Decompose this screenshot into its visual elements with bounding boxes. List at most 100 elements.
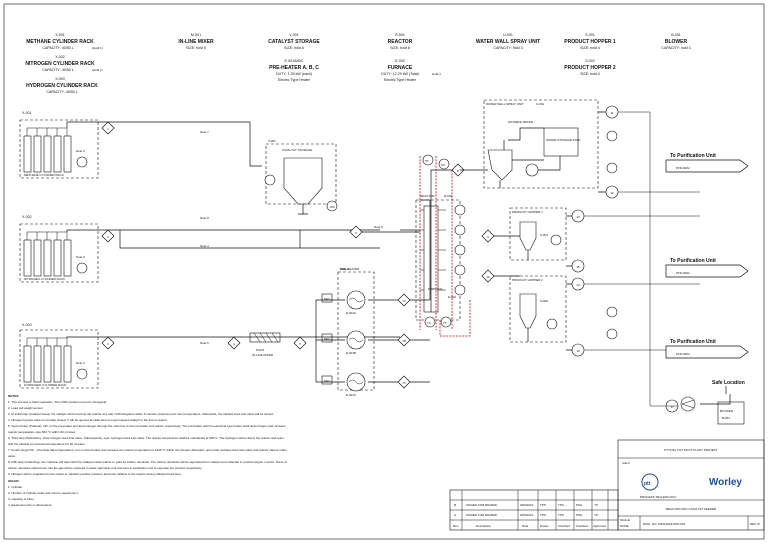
hdr-u001-name: WATER WALL SPRAY UNIT	[476, 39, 540, 45]
svg-text:PRODUCT HOPPER 1: PRODUCT HOPPER 1	[512, 210, 543, 214]
hopper-s001: PRODUCT HOPPER 1 S-001	[494, 207, 567, 261]
svg-text:TPS: TPS	[540, 513, 546, 517]
svg-text:4. Nitrogen bypass valve is no: 4. Nitrogen bypass valve is normally clo…	[8, 418, 168, 422]
right-instruments	[566, 111, 700, 407]
furnace-power-lines	[419, 156, 453, 330]
rack-x002: X-002 NITROGEN CYLINDER RACK Note 3	[19, 215, 99, 283]
svg-text:V-001: V-001	[268, 139, 276, 143]
svg-text:WATER WALL SPRAY UNIT: WATER WALL SPRAY UNIT	[486, 102, 524, 106]
to-purification-3: To Purification Unit PFD-0002	[665, 339, 749, 359]
hdr-x003-name: HYDROGEN CYLINDER RACK	[26, 83, 98, 89]
svg-text:15: 15	[576, 265, 580, 269]
hdr-x001-cap: CAPACITY: 40/50 L	[42, 46, 74, 50]
revision: REV. B	[750, 522, 760, 526]
svg-text:7C: 7C	[402, 381, 407, 385]
svg-text:PT: PT	[425, 159, 429, 163]
svg-text:PFD-0002: PFD-0002	[676, 271, 690, 275]
svg-text:A: A	[454, 513, 456, 517]
svg-text:4. Equipment size or dimension: 4. Equipment size or dimensions.	[8, 503, 52, 507]
svg-text:1. Cylinder: 1. Cylinder	[8, 485, 22, 489]
stream-7a	[397, 293, 411, 307]
hdr-b001-cap: CAPACITY: hold 3	[661, 46, 690, 50]
svg-text:6: 6	[355, 231, 357, 235]
hdr-m001-cap: SIZE: hold 5	[186, 46, 206, 50]
svg-text:E-001C: E-001C	[346, 393, 357, 397]
svg-text:20/5/2021: 20/5/2021	[520, 513, 534, 517]
svg-text:6. Third step (Reduction), clo: 6. Third step (Reduction), close nitroge…	[8, 436, 284, 440]
svg-text:2: 2	[107, 235, 109, 239]
scale-label: SCALE	[620, 518, 630, 522]
svg-text:U-001: U-001	[536, 102, 545, 106]
svg-text:Note 4: Note 4	[200, 244, 209, 248]
hdr-m001-name: IN-LINE MIXER	[178, 39, 214, 45]
hdr-b001-tag: B-001	[671, 33, 681, 37]
svg-text:TPS: TPS	[540, 503, 546, 507]
svg-text:1. This process is batch opera: 1. This process is batch operation. The …	[8, 400, 107, 404]
svg-text:TT: TT	[443, 321, 447, 325]
svg-text:ptt: ptt	[644, 481, 651, 487]
svg-text:Rev: Rev	[453, 524, 459, 528]
svg-text:MFC: MFC	[324, 379, 331, 383]
svg-text:3. Capacity or Duty.: 3. Capacity or Duty.	[8, 497, 34, 501]
rack-x002-label: NITROGEN CYLINDER RACK	[24, 277, 65, 281]
hdr-e002-hold: Hold 4	[432, 72, 441, 76]
svg-text:Date: Date	[522, 524, 529, 528]
svg-text:S-001: S-001	[540, 233, 548, 237]
svg-text:14: 14	[576, 283, 580, 287]
title-block: B ISSUED FOR REVIEW 20/5/2021 TPS TPS PS…	[449, 439, 765, 531]
svg-text:10: 10	[486, 275, 490, 279]
company-sub: PROCESS TECHNOLOGY	[640, 495, 676, 499]
stream-6	[349, 225, 363, 239]
company-name: Worley	[709, 477, 743, 488]
svg-text:7B: 7B	[402, 339, 406, 343]
hdr-v001-tag: V-001	[289, 33, 298, 37]
hdr-v001-name: CATALYST STORAGE	[268, 39, 320, 45]
svg-text:PC: PC	[441, 163, 446, 167]
rack-x003-label: HYDROGEN CYLINDER RACK	[24, 383, 67, 387]
svg-text:4: 4	[233, 342, 235, 346]
svg-text:ISSUED FOR REVIEW: ISSUED FOR REVIEW	[466, 513, 497, 517]
hdr-r001-tag: R-001	[395, 33, 405, 37]
stream-8	[451, 163, 465, 177]
hdr-s001-cap: SIZE: hold 4	[580, 46, 600, 50]
scale-value: NONE	[620, 524, 629, 528]
svg-text:20/5/2021: 20/5/2021	[520, 503, 534, 507]
hdr-s002-name: PRODUCT HOPPER 2	[564, 65, 616, 71]
hdr-e001-tag: E-001A/B/C	[285, 59, 304, 63]
client-label: Client	[622, 461, 630, 465]
stream-7c	[397, 375, 411, 389]
svg-text:MFC: MFC	[324, 297, 331, 301]
svg-text:B: B	[454, 503, 456, 507]
svg-text:reactor temperature upto 600 °: reactor temperature upto 600 °C within 9…	[8, 430, 76, 434]
svg-text:3. At initial step (Catalyst F: 3. At initial step (Catalyst Feed), the …	[8, 412, 274, 416]
svg-text:5: 5	[299, 342, 301, 346]
svg-text:1: 1	[107, 127, 109, 131]
notes-block: NOTES: 1. This process is batch operatio…	[8, 394, 287, 507]
hdr-e002-tag: E-002	[395, 59, 405, 63]
rack-x002-note: Note 3	[76, 255, 85, 259]
svg-text:R-001: R-001	[444, 194, 453, 198]
svg-text:E-001B: E-001B	[346, 351, 356, 355]
svg-text:Description: Description	[476, 524, 491, 528]
hdr-x002-name: NITROGEN CYLINDER RACK	[25, 61, 95, 67]
svg-text:Note 8: Note 8	[200, 216, 209, 220]
svg-text:PRODUCT HOPPER 2: PRODUCT HOPPER 2	[512, 278, 543, 282]
svg-text:E-001A: E-001A	[346, 311, 356, 315]
svg-text:5. Second step (Preheat), turn: 5. Second step (Preheat), turn on the pr…	[8, 424, 286, 428]
hdr-m001-tag: M-001	[191, 33, 201, 37]
hdr-e002-note: Electric Type Heater	[384, 78, 417, 82]
svg-text:9. Nitrogen will be supplied i: 9. Nitrogen will be supplied into the ve…	[8, 472, 182, 476]
hdr-x001-name: METHANE CYLINDER RACK	[26, 39, 94, 45]
svg-text:PFD-0002: PFD-0002	[676, 352, 690, 356]
to-purification-1: To Purification Unit PFD-0002	[665, 153, 749, 173]
svg-text:2. Load cell weight sensor: 2. Load cell weight sensor	[8, 406, 43, 410]
stream-4	[227, 336, 241, 350]
sheet-border	[3, 3, 765, 540]
hdr-s001-name: PRODUCT HOPPER 1	[564, 39, 616, 45]
stream-3	[101, 336, 115, 350]
hdr-x002-note: (Hold 2)	[92, 68, 103, 72]
svg-text:8: 8	[457, 169, 459, 173]
svg-text:13: 13	[576, 215, 580, 219]
rack-x003-note: Note 3	[76, 361, 85, 365]
